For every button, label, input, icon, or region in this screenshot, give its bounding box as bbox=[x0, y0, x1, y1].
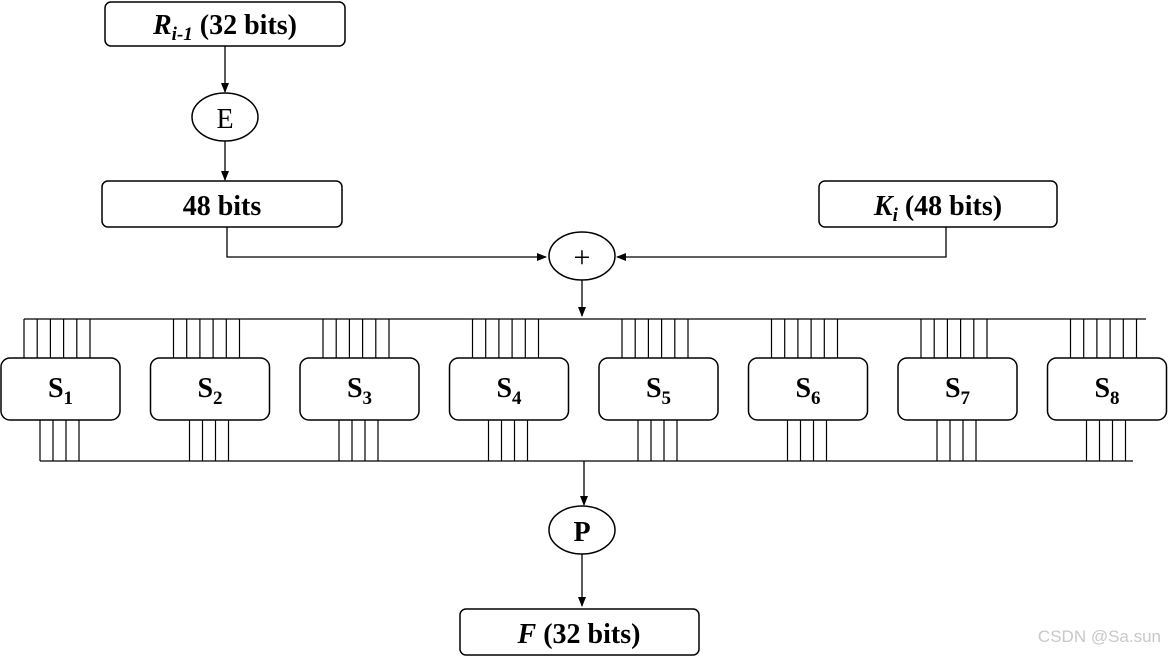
r-input-box: Ri-1 (32 bits) bbox=[104, 1, 346, 47]
sbox-frame bbox=[149, 357, 271, 421]
sbox-label-sub: 2 bbox=[213, 388, 223, 409]
xor-label: + bbox=[574, 241, 591, 274]
svg-text:Ki (48 bits): Ki (48 bits) bbox=[873, 191, 1002, 226]
sbox-8: S8 bbox=[1046, 319, 1168, 461]
sbox-label-main: S bbox=[197, 373, 213, 404]
sbox-label-sub: 5 bbox=[662, 388, 672, 409]
key-box: Ki (48 bits) bbox=[818, 180, 1058, 228]
sbox-frame bbox=[747, 357, 869, 421]
sbox-label-main: S bbox=[795, 373, 811, 404]
sbox-frame bbox=[299, 357, 420, 421]
svg-text:Ri-1 (32 bits): Ri-1 (32 bits) bbox=[152, 10, 297, 45]
expansion-e-label: E bbox=[216, 104, 233, 135]
arrow-key-to-xor bbox=[616, 227, 947, 261]
xor-node: + bbox=[548, 231, 616, 281]
sbox-6: S6 bbox=[747, 319, 869, 461]
sbox-label: S6 bbox=[795, 373, 820, 409]
sbox-frame bbox=[897, 357, 1018, 421]
sbox-label-main: S bbox=[347, 373, 363, 404]
sbox-label-main: S bbox=[1094, 373, 1110, 404]
expanded-48bits-box: 48 bits bbox=[101, 180, 343, 228]
sbox-label: S1 bbox=[48, 373, 73, 409]
sbox-1: S1 bbox=[0, 319, 121, 461]
key-sub: i bbox=[893, 205, 899, 226]
watermark-text: CSDN @Sa.sun bbox=[1038, 627, 1161, 646]
sbox-label-sub: 4 bbox=[512, 388, 522, 409]
permutation-p-label: P bbox=[573, 517, 590, 548]
sbox-frame bbox=[0, 357, 121, 421]
sbox-label: S4 bbox=[496, 373, 522, 409]
sbox-label-main: S bbox=[646, 373, 662, 404]
sbox-label-main: S bbox=[945, 373, 961, 404]
permutation-p-node: P bbox=[548, 505, 616, 555]
sbox-label: S5 bbox=[646, 373, 671, 409]
sbox-label-sub: 8 bbox=[1110, 388, 1120, 409]
sbox-5: S5 bbox=[598, 319, 719, 461]
sbox-frame bbox=[1046, 357, 1168, 421]
arrow-48bits-to-xor bbox=[226, 227, 547, 261]
sbox-3: S3 bbox=[299, 319, 420, 461]
sbox-label-sub: 1 bbox=[64, 388, 74, 409]
f-output-rest: (32 bits) bbox=[536, 619, 640, 650]
f-output-box: F (32 bits) bbox=[459, 608, 700, 656]
sbox-2: S2 bbox=[149, 319, 271, 461]
r-input-rest: (32 bits) bbox=[193, 10, 297, 41]
expanded-48bits-label: 48 bits bbox=[183, 191, 262, 222]
sbox-label: S7 bbox=[945, 373, 971, 409]
sbox-label-sub: 7 bbox=[961, 388, 971, 409]
r-input-sub: i-1 bbox=[172, 24, 193, 45]
sbox-label-main: S bbox=[496, 373, 512, 404]
key-rest: (48 bits) bbox=[898, 191, 1002, 222]
sbox-frame bbox=[598, 357, 719, 421]
key-main: K bbox=[873, 191, 895, 222]
sbox-label-sub: 3 bbox=[363, 388, 373, 409]
sbox-label: S2 bbox=[197, 373, 222, 409]
sbox-label: S3 bbox=[347, 373, 372, 409]
r-input-main: R bbox=[152, 10, 172, 41]
f-output-main: F bbox=[517, 619, 537, 650]
svg-text:F (32 bits): F (32 bits) bbox=[517, 619, 641, 650]
sbox-label-main: S bbox=[48, 373, 64, 404]
sbox-7: S7 bbox=[897, 319, 1018, 461]
sbox-frame bbox=[448, 357, 570, 421]
sbox-label: S8 bbox=[1094, 373, 1119, 409]
expansion-e-node: E bbox=[191, 92, 259, 142]
sbox-label-sub: 6 bbox=[811, 388, 821, 409]
sbox-4: S4 bbox=[448, 319, 570, 461]
